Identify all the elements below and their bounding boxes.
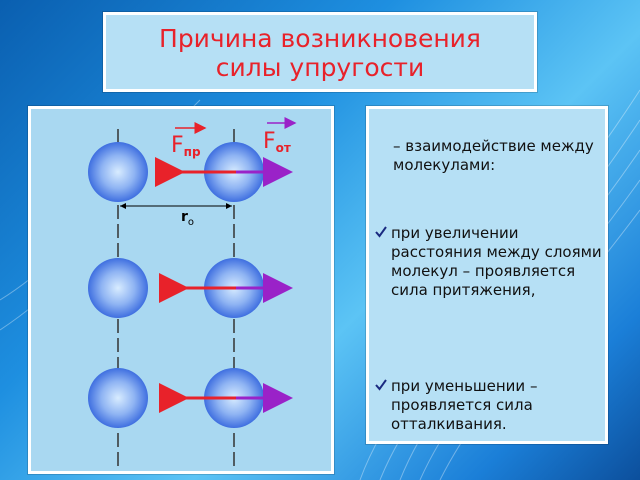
checkmark-icon <box>375 226 387 238</box>
molecule <box>88 258 148 318</box>
molecule-diagram <box>88 117 297 471</box>
intro-text: – взаимодействие между молекулами: <box>393 137 594 174</box>
explanation-panel: – взаимодействие между молекулами: при у… <box>366 106 608 444</box>
f-ot-label: Fот <box>263 129 291 155</box>
title-line-1: Причина возникновения <box>159 24 481 53</box>
f-ot-subscript: от <box>275 141 291 155</box>
checkmark-icon <box>375 379 387 391</box>
bullet-text: при увеличении расстояния между слоями м… <box>391 224 602 299</box>
r0-symbol: r <box>181 209 188 225</box>
molecule <box>88 142 148 202</box>
page-title: Причина возникновения силы упругости <box>106 24 534 82</box>
f-pr-symbol: F <box>171 133 184 158</box>
f-ot-symbol: F <box>263 129 276 154</box>
molecule <box>88 368 148 428</box>
title-panel: Причина возникновения силы упругости <box>103 12 537 92</box>
title-line-2: силы упругости <box>215 53 425 82</box>
bullet-text: при уменьшении – проявляется сила отталк… <box>391 377 538 433</box>
r0-label: rо <box>181 209 194 228</box>
f-pr-subscript: пр <box>183 145 201 159</box>
f-pr-label: Fпр <box>171 133 201 159</box>
bullet-item: при уменьшении – проявляется сила отталк… <box>375 377 603 434</box>
bullet-item: при увеличении расстояния между слоями м… <box>375 224 603 300</box>
diagram-panel: Fпр Fот rо <box>28 106 334 474</box>
r0-subscript: о <box>187 216 195 228</box>
